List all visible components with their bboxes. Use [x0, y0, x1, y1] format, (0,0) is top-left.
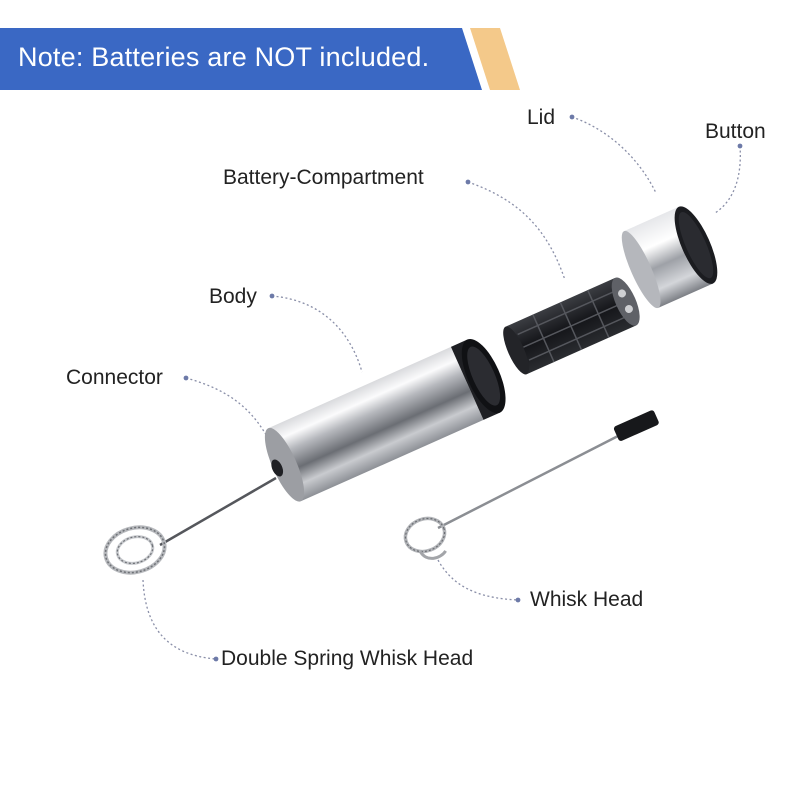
- leader-lid: [571, 116, 657, 194]
- label-lid: Lid: [527, 106, 556, 129]
- leader-battery-compartment: [467, 181, 566, 281]
- banner-background: [0, 28, 520, 90]
- leader-connector: [185, 377, 274, 449]
- battery-compartment-part: [503, 277, 640, 375]
- banner-note-text: Note: Batteries are NOT included.: [18, 42, 430, 72]
- whisk-shaft: [437, 433, 621, 530]
- label-battery-compartment: Battery-Compartment: [223, 166, 424, 189]
- label-double-spring-whisk-head: Double Spring Whisk Head: [221, 647, 474, 670]
- lid-part: [621, 206, 718, 309]
- leader-double-spring: [142, 579, 217, 660]
- leader-whisk-head: [437, 559, 519, 601]
- body-part: [103, 338, 506, 575]
- banner-accent-stripe: [470, 28, 520, 90]
- double-spring-whisk: [103, 525, 167, 575]
- whisk-connector: [613, 410, 659, 441]
- leader-dots: [183, 114, 743, 662]
- leader-body: [271, 295, 363, 373]
- banner-fill: [0, 28, 482, 90]
- label-button: Button: [705, 120, 766, 143]
- label-body: Body: [209, 285, 257, 308]
- whisk-part: [403, 410, 659, 560]
- label-connector: Connector: [66, 366, 163, 389]
- leader-button: [714, 145, 741, 214]
- label-whisk-head: Whisk Head: [530, 588, 644, 611]
- leader-lines: [142, 116, 741, 660]
- connector: [271, 459, 284, 477]
- body-whisk-shaft: [159, 476, 277, 547]
- note-banner: Note: Batteries are NOT included.: [0, 28, 520, 90]
